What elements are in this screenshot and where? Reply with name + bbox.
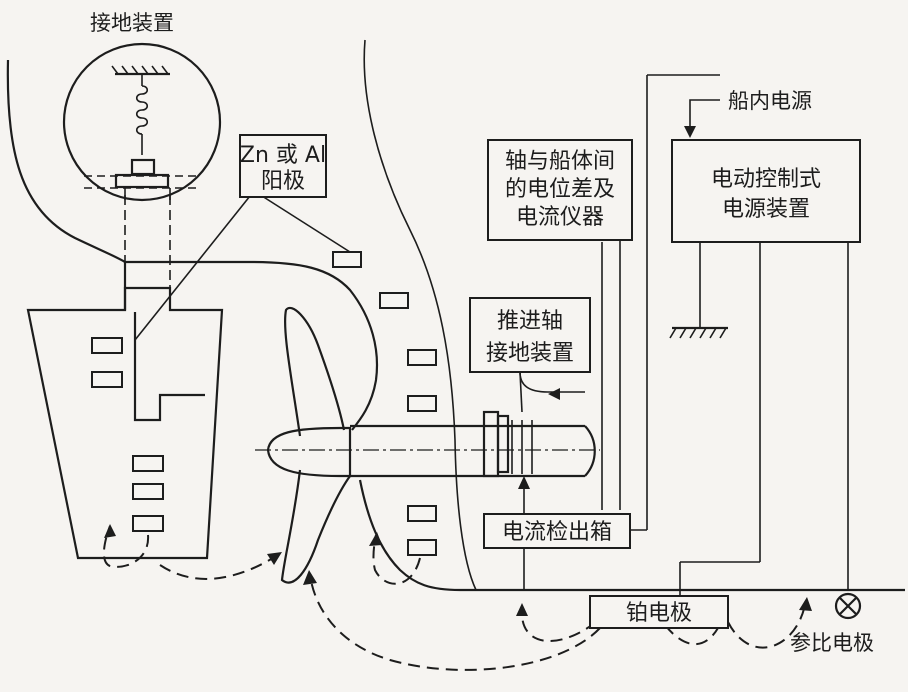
controller-box	[671, 139, 861, 243]
controller-label-line2: 电源装置	[722, 197, 810, 222]
anode	[407, 395, 437, 412]
anode-label-line1: Zn 或 Al	[240, 143, 326, 168]
controller-label-line1: 电动控制式	[711, 167, 821, 192]
shaft-grounding-label-line1: 推进轴	[497, 309, 563, 334]
shaft-grounding-label-line2: 接地装置	[486, 341, 574, 366]
current-detection-label: 电流检出箱	[502, 520, 612, 545]
anode	[132, 515, 164, 532]
ship-power-label: 船内电源	[728, 89, 812, 113]
current-detection-box	[483, 513, 631, 549]
anode	[132, 455, 164, 472]
instrument-label-line1: 轴与船体间	[505, 149, 615, 174]
anode	[332, 251, 362, 268]
rudder	[26, 286, 224, 560]
reference-electrode-label: 参比电极	[790, 631, 874, 655]
anode	[91, 337, 123, 354]
grounding-device-label: 接地装置	[90, 11, 174, 35]
anode-label-line2: 阳极	[261, 169, 305, 194]
propeller	[266, 306, 352, 584]
shaft-grounding-box	[469, 297, 591, 373]
text-labels: 接地装置 Zn 或 Al 阳极 轴与船体间 的电位差及 电流仪器 电动控制式 电…	[90, 11, 874, 655]
platinum-electrode-label: 铂电极	[626, 601, 692, 626]
anode	[407, 349, 437, 366]
hull-outline	[6, 39, 905, 592]
boxes	[239, 134, 862, 629]
anode	[407, 505, 437, 522]
instrument-label-line3: 电流仪器	[516, 205, 604, 230]
anode	[132, 483, 164, 500]
current-paths	[103, 524, 812, 671]
instrument-label-line2: 的电位差及	[505, 177, 615, 202]
anode	[91, 371, 123, 388]
anode	[379, 292, 409, 309]
propeller-shaft	[255, 410, 600, 478]
platinum-electrode-box	[589, 595, 729, 629]
instrument-box	[487, 139, 633, 241]
grounding-device-detail	[62, 42, 222, 202]
anode-label-box	[239, 134, 327, 198]
anode	[407, 539, 437, 556]
reference-electrode-symbol	[834, 592, 862, 620]
hull-anodes	[332, 251, 437, 556]
rudder-stock	[124, 195, 171, 288]
wiring	[134, 74, 849, 598]
